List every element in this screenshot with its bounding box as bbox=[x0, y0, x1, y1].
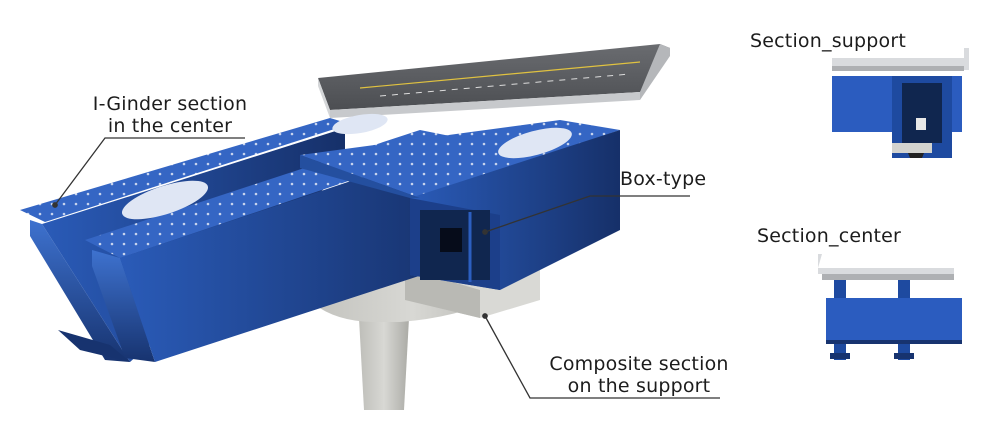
label-box-type: Box-type bbox=[620, 168, 707, 190]
support-cross-section-diagram bbox=[832, 48, 969, 158]
label-i-girder-line1: I-Ginder section bbox=[92, 93, 248, 115]
label-composite-section: Composite section on the support bbox=[528, 353, 750, 397]
center-cross-section-diagram bbox=[818, 254, 962, 360]
leader-box-type bbox=[484, 195, 690, 233]
label-section-center: Section_center bbox=[757, 225, 902, 247]
label-i-girder-section: I-Ginder section in the center bbox=[60, 93, 280, 137]
leader-composite bbox=[484, 315, 720, 399]
leader-i-girder bbox=[54, 137, 245, 206]
label-composite-line1: Composite section bbox=[549, 353, 729, 375]
road-deck bbox=[318, 44, 670, 118]
leader-lines bbox=[52, 137, 720, 399]
label-section-support: Section_support bbox=[750, 30, 907, 52]
label-i-girder-line2: in the center bbox=[107, 115, 233, 137]
label-composite-line2: on the support bbox=[567, 375, 711, 397]
box-girder bbox=[300, 113, 620, 290]
